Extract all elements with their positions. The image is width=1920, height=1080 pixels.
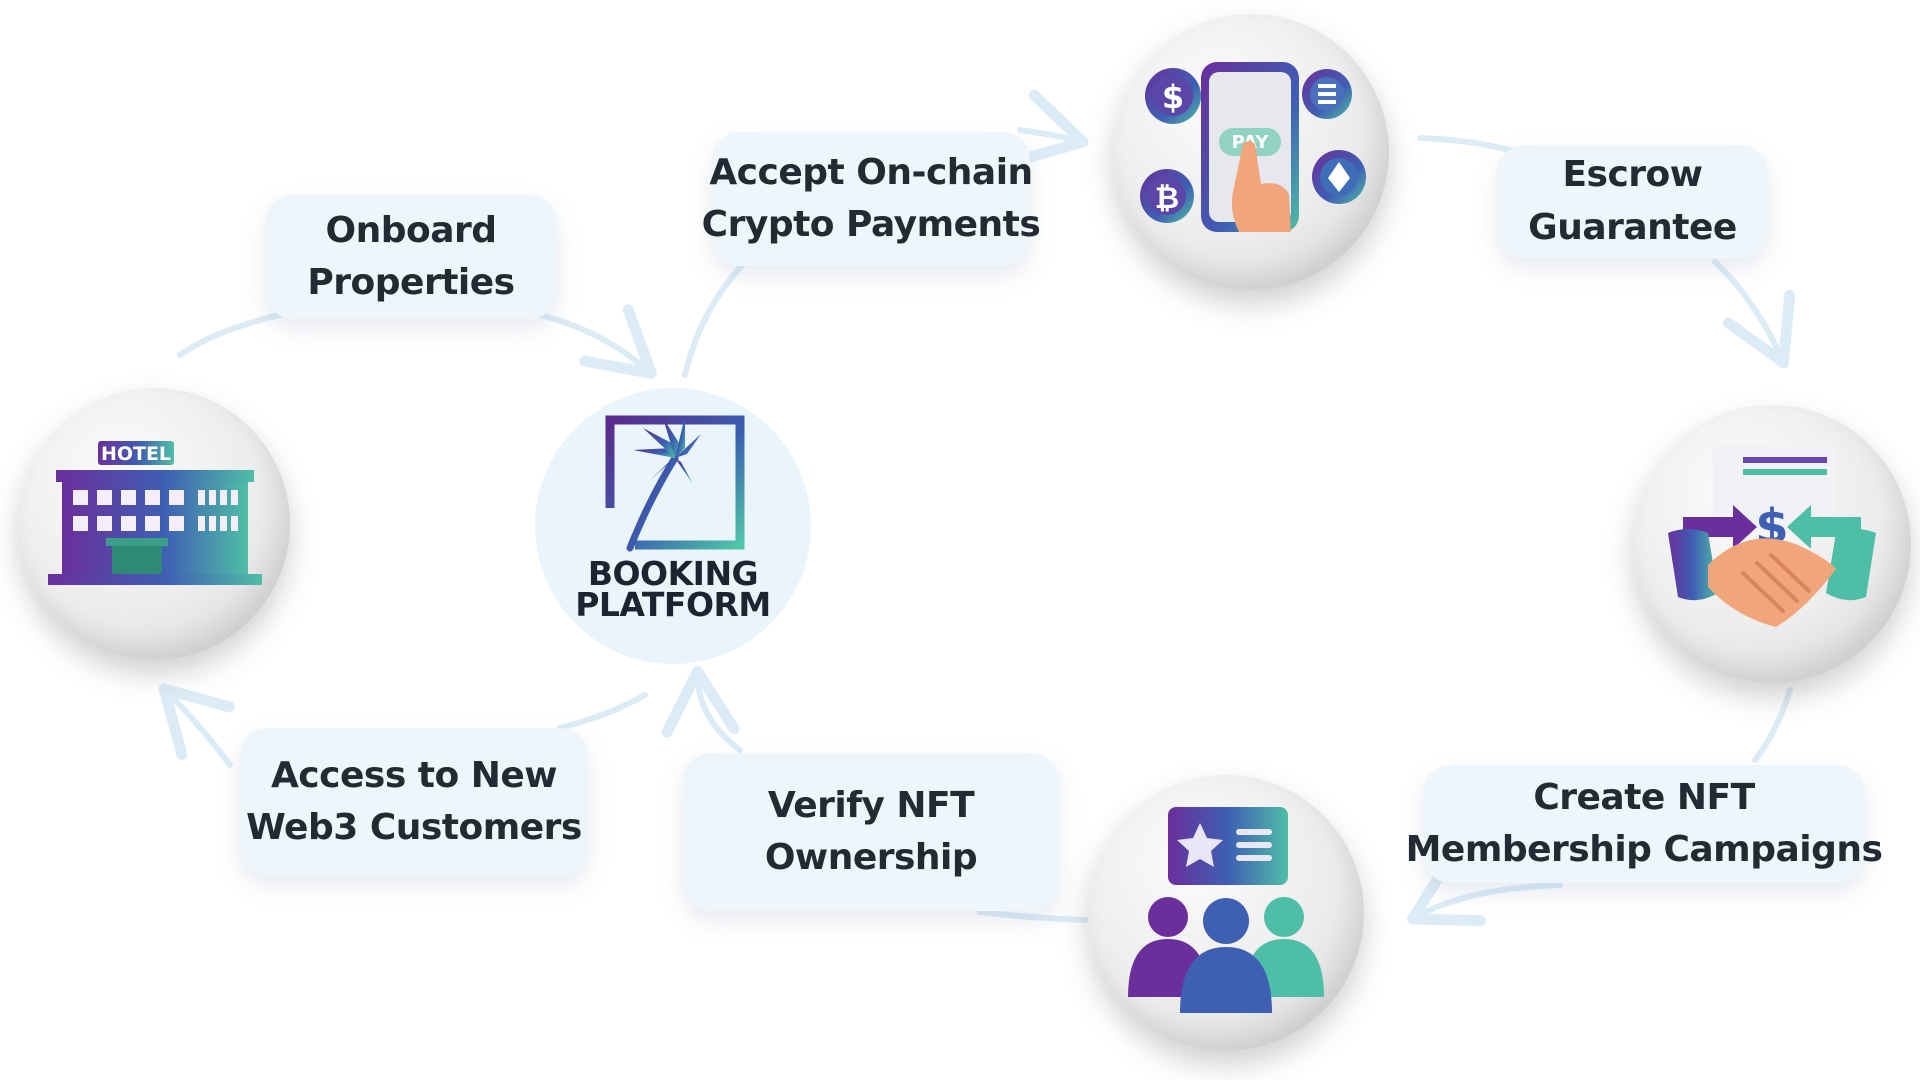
step-line: Onboard [325,209,497,251]
handshake-escrow-icon: $ [1668,445,1876,627]
step-onboard-properties: Onboard Properties [265,195,557,319]
nft-community-node [1088,775,1364,1051]
step-access-web3-customers: Access to New Web3 Customers [240,728,588,876]
step-line: Escrow [1562,154,1703,196]
arrow-onboard-to-center [537,304,657,379]
hotel-sign-text: HOTEL [101,443,171,465]
step-line: Create NFT [1533,776,1755,818]
title-line: PLATFORM [575,585,771,624]
arrow-center-to-access [557,692,648,731]
title-line: BOOKING [587,554,759,593]
hotel-building-icon: HOTEL [48,441,262,585]
booking-platform-title: BOOKING PLATFORM [535,554,811,624]
step-line: Ownership [764,837,978,878]
hotel-node: HOTEL [18,388,290,660]
nft-members-group-icon [1128,807,1324,1013]
arrow-community-to-verify [977,909,1088,923]
arrow-hotel-to-onboard [177,312,283,358]
arrow-create-to-community [1407,856,1563,927]
step-escrow-guarantee: Escrow Guarantee [1497,145,1768,258]
step-verify-nft-ownership: Verify NFT Ownership [683,753,1059,911]
palm-tree-logo-icon [605,415,745,552]
arrow-verify-to-center [661,666,743,753]
step-create-nft-campaigns: Create NFT Membership Campaigns [1406,765,1883,883]
step-accept-crypto-payments: Accept On-chain Crypto Payments [702,132,1041,266]
step-line: Guarantee [1528,206,1737,248]
arrow-payment-to-escrow [1417,135,1513,153]
step-line: Membership Campaigns [1405,829,1883,870]
step-line: Verify NFT [767,784,975,826]
arrow-escrow-to-handshake [1712,259,1796,369]
arrow-center-to-accept [682,259,748,378]
step-line: Crypto Payments [701,204,1041,245]
step-line: Web3 Customers [246,807,582,848]
svg-text:$: $ [1162,78,1184,116]
crypto-pay-phone-icon: PAY $ ₿ [1140,62,1366,232]
svg-text:₿: ₿ [1155,181,1179,216]
crypto-payment-node: PAY $ ₿ [1113,14,1389,290]
step-line: Properties [307,262,515,303]
step-line: Access to New [270,754,558,796]
arrow-accept-to-payment [1012,89,1089,166]
booking-platform-hub: BOOKING PLATFORM [535,388,811,664]
arrow-handshake-to-create [1752,687,1793,763]
escrow-handshake-node: $ [1633,405,1911,683]
step-line: Accept On-chain [709,151,1033,193]
arrow-access-to-hotel [158,683,235,768]
